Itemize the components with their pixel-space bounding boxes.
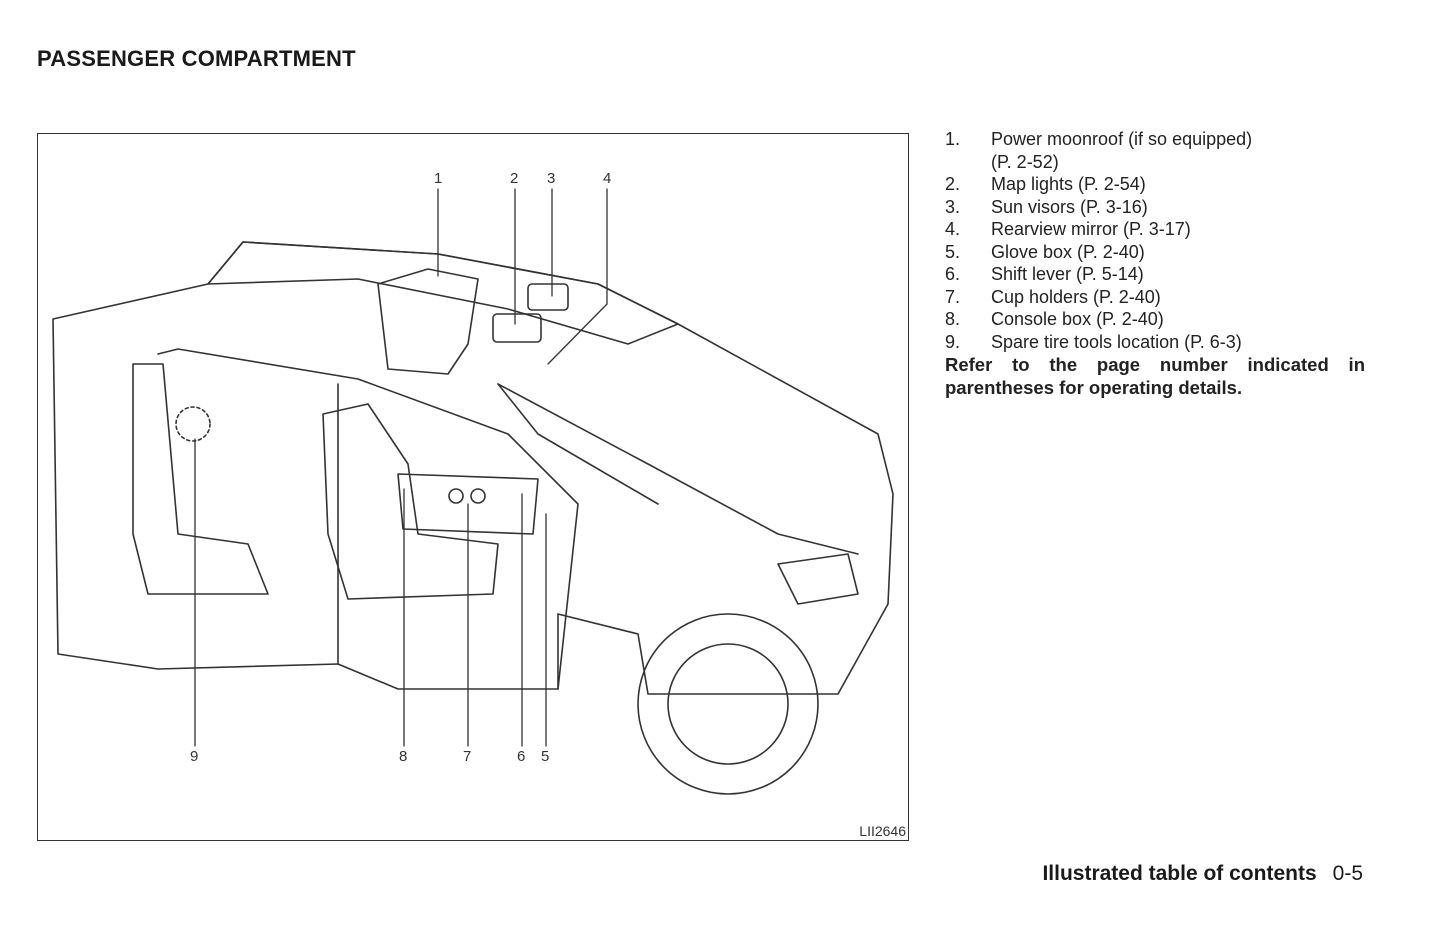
legend-text-line: Power moonroof (if so equipped) <box>991 129 1253 149</box>
roof-edge <box>207 241 679 345</box>
truck-interior-drawing <box>52 188 894 795</box>
dashboard <box>497 383 859 555</box>
legend-text: Sun visors (P. 3-16) <box>991 196 1148 217</box>
spare-tire-tools <box>175 406 211 442</box>
sun-visor-shape <box>527 283 569 311</box>
front-wheel <box>637 613 819 795</box>
legend-text: Spare tire tools location (P. 6-3) <box>991 331 1242 352</box>
rear-seat <box>132 363 269 595</box>
front-seat <box>322 403 499 600</box>
legend-text: Shift lever (P. 5-14) <box>991 264 1144 284</box>
moonroof <box>377 268 479 375</box>
page-footer: Illustrated table of contents 0-5 <box>1042 862 1363 886</box>
callout-9: 9 <box>190 748 199 765</box>
callout-8: 8 <box>399 748 408 765</box>
door-frame <box>157 348 579 690</box>
callout-1: 1 <box>434 170 443 187</box>
legend-text: Cup holders (P. 2-40) <box>991 286 1161 307</box>
legend-item: 2. Map lights (P. 2-54) <box>945 173 1365 196</box>
legend-item: 1. Power moonroof (if so equipped)(P. 2-… <box>945 128 1365 173</box>
figure-id: LII2646 <box>859 823 906 839</box>
legend-number: 6. <box>945 264 961 284</box>
legend-item: 3. Sun visors (P. 3-16) <box>945 196 1365 219</box>
legend-text: Console box (P. 2-40) <box>991 309 1164 329</box>
legend-item: 5. Glove box (P. 2-40) <box>945 241 1365 264</box>
page-title: PASSENGER COMPARTMENT <box>37 46 356 71</box>
legend-item: 6. Shift lever (P. 5-14) <box>945 263 1365 286</box>
cup-holder <box>470 488 486 504</box>
legend-number: 3. <box>945 196 961 217</box>
map-light-shape <box>492 313 542 343</box>
legend-text: Power moonroof (if so equipped)(P. 2-52) <box>991 128 1252 173</box>
callout-4: 4 <box>603 170 612 187</box>
legend-text-line: (P. 2-52) <box>991 151 1059 172</box>
legend-number: 9. <box>945 331 961 352</box>
console <box>397 473 539 535</box>
legend-text: Glove box (P. 2-40) <box>991 241 1145 262</box>
section-name: Illustrated table of contents <box>1042 862 1317 885</box>
legend-item: 9. Spare tire tools location (P. 6-3) <box>945 331 1365 354</box>
legend-text: Map lights (P. 2-54) <box>991 174 1146 194</box>
callout-5: 5 <box>541 748 550 765</box>
legend-number: 4. <box>945 219 961 239</box>
cup-holder <box>448 488 464 504</box>
legend-item: 8. Console box (P. 2-40) <box>945 308 1365 331</box>
legend-number: 8. <box>945 309 961 329</box>
page-number: 0-5 <box>1332 862 1363 885</box>
legend-item: 7. Cup holders (P. 2-40) <box>945 286 1365 309</box>
legend-item: 4. Rearview mirror (P. 3-17) <box>945 218 1365 241</box>
callout-leaders <box>194 188 608 747</box>
operating-note: Refer to the page number indicated in pa… <box>945 354 1365 398</box>
passenger-compartment-illustration: 1 2 3 4 5 6 7 8 9 LII2646 <box>37 133 909 841</box>
legend-list: 1. Power moonroof (if so equipped)(P. 2-… <box>945 128 1365 399</box>
legend-number: 2. <box>945 174 961 194</box>
legend-text: Rearview mirror (P. 3-17) <box>991 219 1191 239</box>
legend-number: 5. <box>945 241 961 262</box>
callout-2: 2 <box>510 170 519 187</box>
headlight <box>777 553 859 605</box>
legend-number: 1. <box>945 129 961 149</box>
callout-6: 6 <box>517 748 526 765</box>
legend-number: 7. <box>945 286 961 307</box>
front-wheel-hub <box>667 643 789 765</box>
callout-7: 7 <box>463 748 472 765</box>
callout-3: 3 <box>547 170 556 187</box>
